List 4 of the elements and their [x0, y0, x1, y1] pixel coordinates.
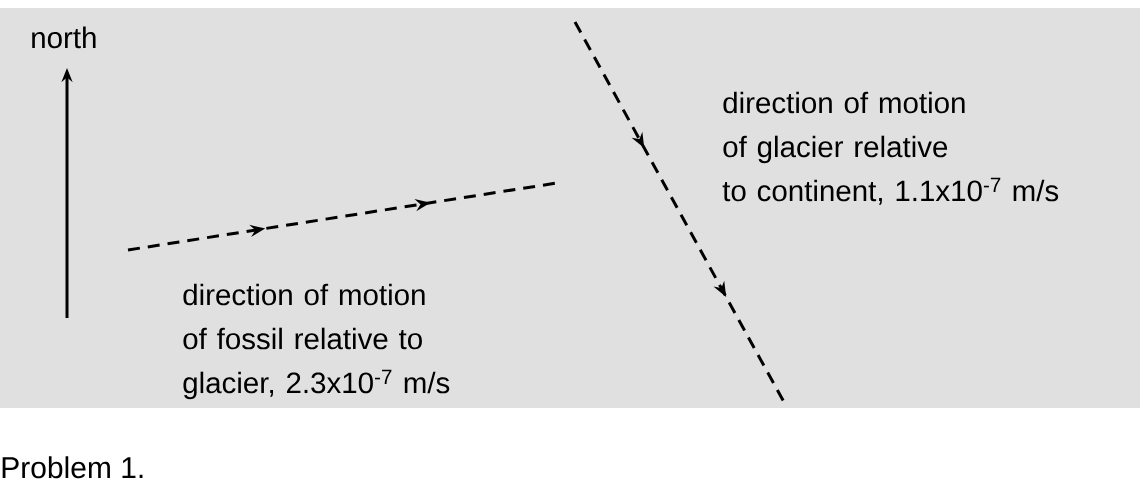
motion-label: direction of motion of fossil relative to glacier, 2.3x10$^{-7}$ m/s [183, 283, 450, 400]
caption: Problem 1. [2, 456, 143, 479]
motion-label: direction of motion of glacier relative to continent, 1.1x10$^{-7}$ m/s [722, 91, 1059, 205]
direction-label: north [32, 26, 96, 49]
